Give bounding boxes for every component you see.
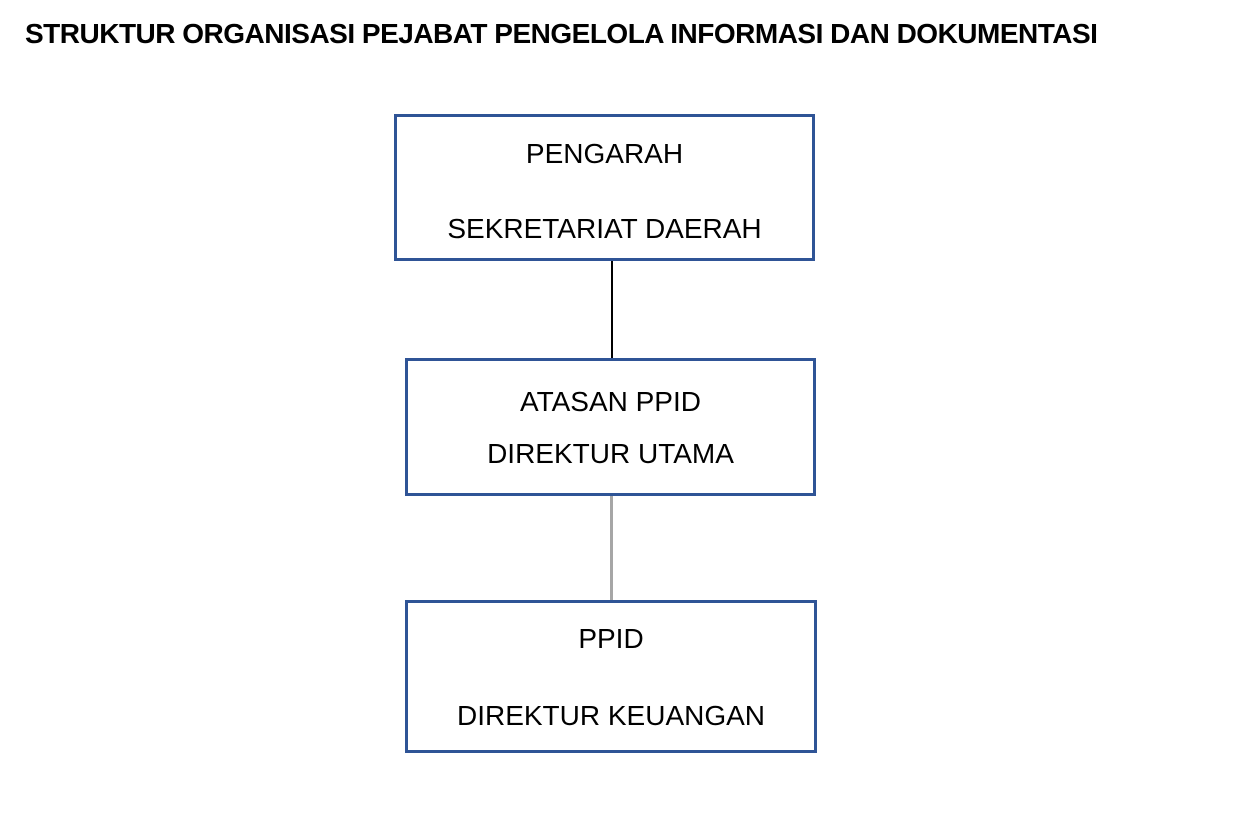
org-node-role: PENGARAH: [525, 138, 684, 169]
org-node-holder: DIREKTUR UTAMA: [487, 438, 734, 469]
org-node-ppid: PPID DIREKTUR KEUANGAN: [405, 600, 817, 753]
page-title: STRUKTUR ORGANISASI PEJABAT PENGELOLA IN…: [25, 18, 1098, 49]
org-node-holder: SEKRETARIAT DAERAH: [447, 213, 762, 244]
org-node-role: PPID: [578, 623, 644, 654]
connector-atasan-to-ppid: [610, 496, 613, 600]
org-node-pengarah: PENGARAH SEKRETARIAT DAERAH: [394, 114, 815, 261]
org-node-atasan-ppid: ATASAN PPID DIREKTUR UTAMA: [405, 358, 816, 496]
org-node-role: ATASAN PPID: [519, 386, 701, 417]
connector-pengarah-to-atasan: [611, 261, 613, 358]
org-node-holder: DIREKTUR KEUANGAN: [456, 700, 766, 731]
